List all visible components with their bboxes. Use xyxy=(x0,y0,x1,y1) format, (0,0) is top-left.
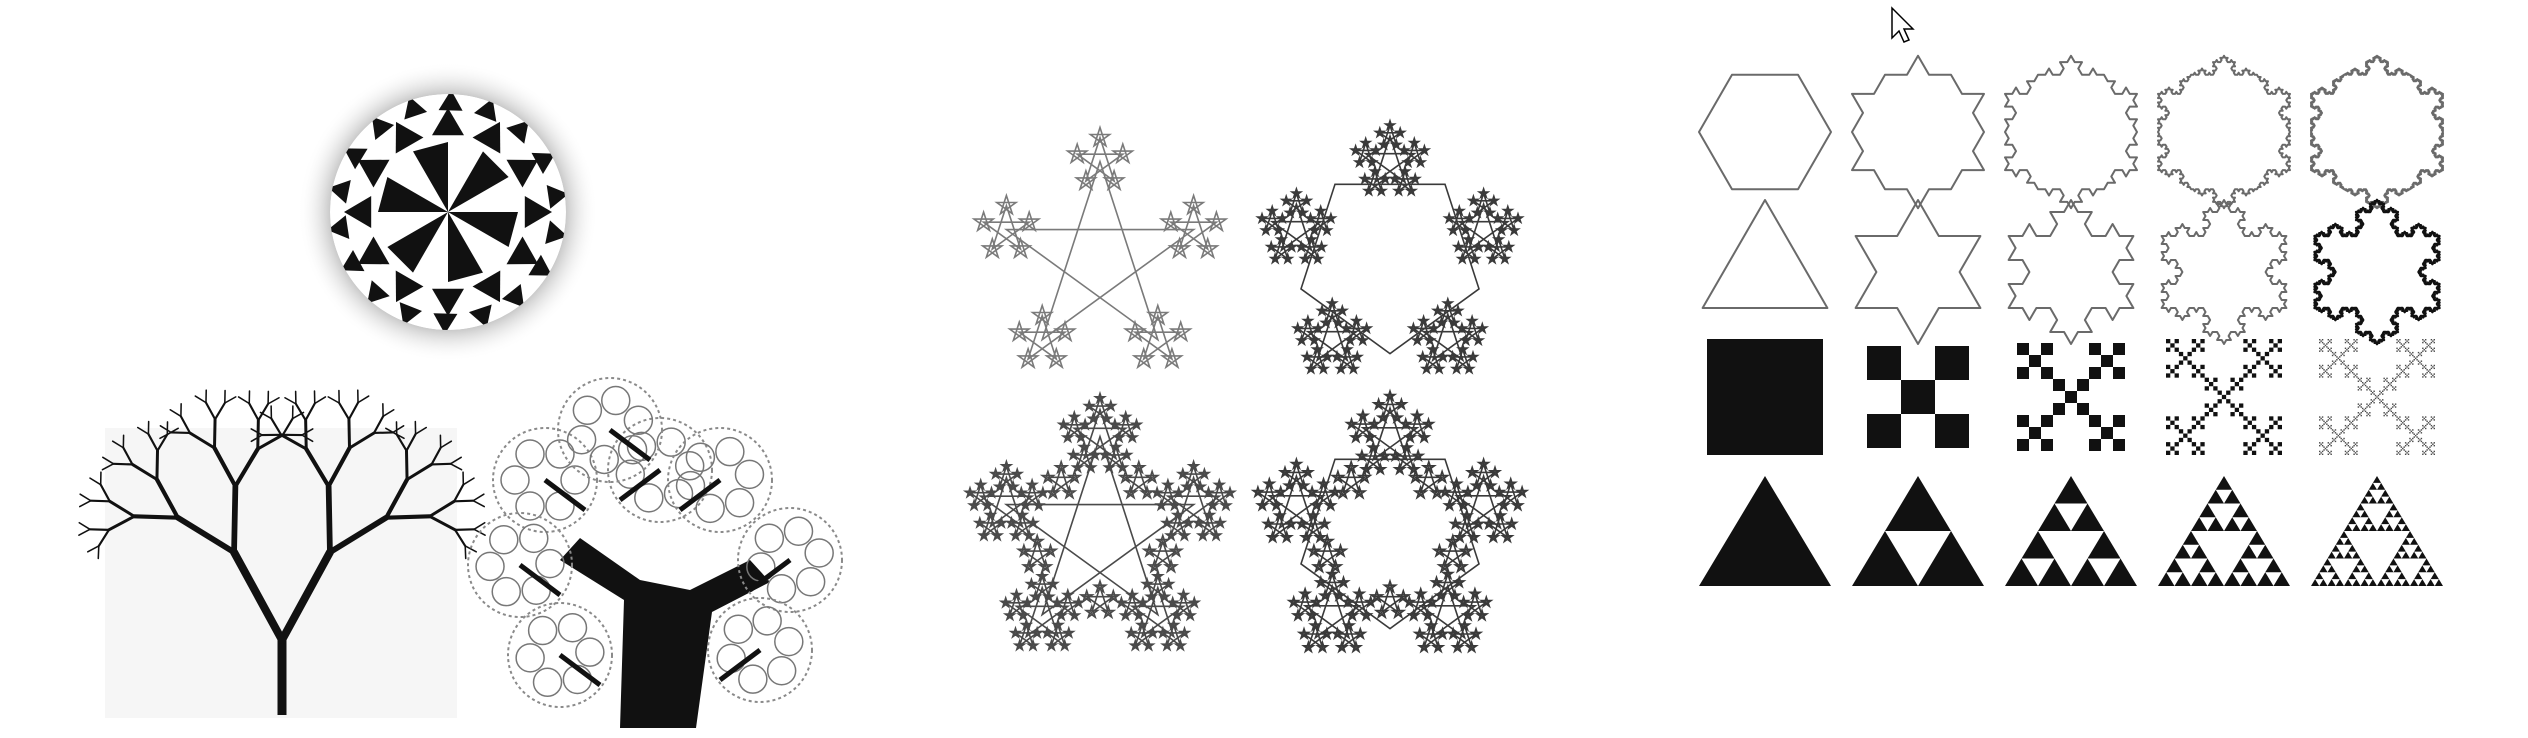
iteration-grid xyxy=(1698,54,2444,586)
left-fractal-group xyxy=(78,62,843,728)
leaf-cluster xyxy=(607,417,713,523)
koch-hexagon-level-2 xyxy=(2004,54,2138,210)
sierpinski-level-2 xyxy=(2005,476,2137,586)
sierpinski-triangle-row xyxy=(1699,476,2443,586)
sierpinski-level-0 xyxy=(1699,476,1831,586)
leaf-cluster xyxy=(707,597,813,703)
pentaflake-level-3 xyxy=(962,390,1238,652)
koch-snowflake-level-3 xyxy=(2160,199,2288,345)
koch-snowflake-level-0 xyxy=(1701,199,1829,309)
vicsek-level-0 xyxy=(1707,339,1823,455)
vicsek-level-3 xyxy=(2166,339,2282,455)
pentaflake-level-2 xyxy=(1255,118,1525,375)
sierpinski-level-4 xyxy=(2311,476,2443,586)
koch-hexagon-level-3 xyxy=(2157,54,2291,210)
koch-snowflake-row xyxy=(1701,198,2441,346)
vicsek-level-1 xyxy=(1867,346,1969,448)
vicsek-level-4 xyxy=(2319,339,2435,455)
vicsek-fractal-row xyxy=(1707,339,2435,455)
koch-snowflake-level-2 xyxy=(2007,199,2135,345)
fractal-tree-pythagoras xyxy=(467,377,843,728)
arrow-cursor-icon xyxy=(1891,6,1915,43)
sierpinski-level-3 xyxy=(2158,476,2290,586)
fractal-tree-simple xyxy=(78,389,486,718)
pentaflake-group xyxy=(962,118,1530,654)
koch-hexagon-level-0 xyxy=(1698,73,1832,191)
leaf-cluster xyxy=(492,427,598,533)
vicsek-level-2 xyxy=(2017,343,2125,451)
koch-hexagon-level-4 xyxy=(2310,54,2444,210)
leaf-cluster xyxy=(667,427,773,533)
pentaflake-level-1 xyxy=(971,124,1229,370)
sierpinski-level-1 xyxy=(1852,476,1984,586)
leaf-cluster xyxy=(557,377,663,483)
leaf-cluster xyxy=(737,507,843,613)
koch-hexagon-level-1 xyxy=(1851,54,1985,210)
koch-snowflake-level-1 xyxy=(1854,199,1982,345)
koch-hexagon-row xyxy=(1698,54,2444,210)
leaf-cluster xyxy=(507,602,613,708)
leaf-cluster xyxy=(467,512,573,618)
koch-snowflake-level-4 xyxy=(2313,198,2441,346)
pentaflake-level-4 xyxy=(1250,388,1530,654)
fractal-tile xyxy=(298,62,598,362)
